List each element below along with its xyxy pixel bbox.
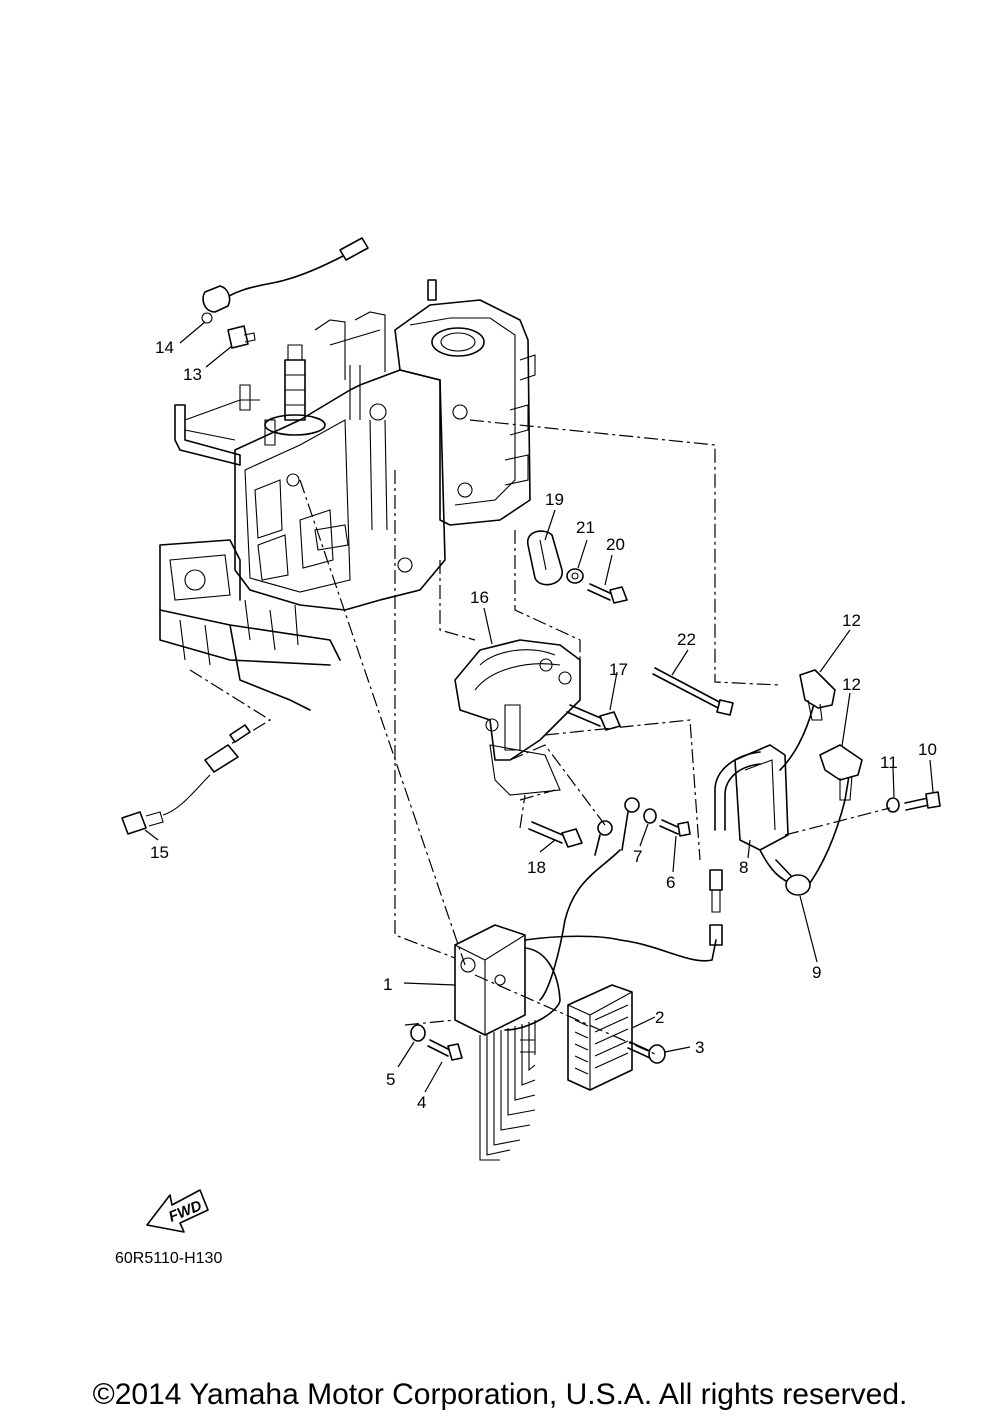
bolt-18 (528, 821, 583, 848)
washer-11 (886, 797, 900, 813)
callout-22: 22 (677, 630, 696, 649)
callout-19: 19 (545, 490, 564, 509)
washer-5 (410, 1024, 426, 1042)
callout-10: 10 (918, 740, 937, 759)
bolt-10 (904, 791, 941, 811)
sensor-15-illustration (121, 724, 251, 835)
callout-13: 13 (183, 365, 202, 384)
callout-20: 20 (606, 535, 625, 554)
bolt-17 (566, 704, 621, 731)
callout-5: 5 (386, 1070, 395, 1089)
ground-lead (539, 797, 640, 1001)
callout-12b: 12 (842, 675, 861, 694)
callout-18: 18 (527, 858, 546, 877)
callout-1: 1 (383, 975, 392, 994)
tie-strap-22 (652, 667, 734, 716)
callout-4: 4 (417, 1093, 426, 1112)
washer-7 (643, 808, 657, 824)
callout-7: 7 (633, 847, 642, 866)
callout-9: 9 (812, 963, 821, 982)
lower-mount-illustration (159, 539, 341, 761)
callout-14: 14 (155, 338, 174, 357)
diagram-code: 60R5110-H130 (115, 1250, 222, 1267)
coil-connector (709, 869, 723, 946)
callout-12a: 12 (842, 611, 861, 630)
reference-lines (299, 419, 891, 1055)
clamp-19 (527, 530, 563, 586)
washer-21 (566, 568, 584, 584)
bolt-20 (587, 583, 628, 604)
callout-8: 8 (739, 858, 748, 877)
callout-11: 11 (880, 753, 898, 772)
callout-labels: 1 2 3 4 5 6 7 8 9 10 11 12 12 13 14 15 1… (150, 338, 937, 1112)
bolt-6 (659, 819, 691, 837)
callout-17: 17 (609, 660, 628, 679)
plug-cap-12a (799, 669, 836, 721)
bolt-4 (427, 1039, 463, 1061)
callout-15: 15 (150, 843, 169, 862)
thermo-switch-lead (201, 237, 369, 349)
rectifier-2 (567, 984, 633, 1091)
screw-3 (627, 1041, 666, 1064)
callout-2: 2 (655, 1008, 664, 1027)
plug-cap-12b (819, 744, 863, 801)
cdi-unit-1 (454, 924, 717, 1161)
callout-21: 21 (576, 518, 595, 537)
ignition-coil-8 (714, 699, 851, 896)
copyright-notice: ©2014 Yamaha Motor Corporation, U.S.A. A… (92, 1378, 908, 1411)
fwd-arrow-icon: FWD (146, 1189, 209, 1233)
callout-3: 3 (695, 1038, 704, 1057)
stator-bracket-16 (454, 639, 581, 796)
callout-16: 16 (470, 588, 489, 607)
engine-block-illustration (174, 279, 536, 611)
leader-lines (144, 321, 934, 1093)
callout-6: 6 (666, 873, 675, 892)
